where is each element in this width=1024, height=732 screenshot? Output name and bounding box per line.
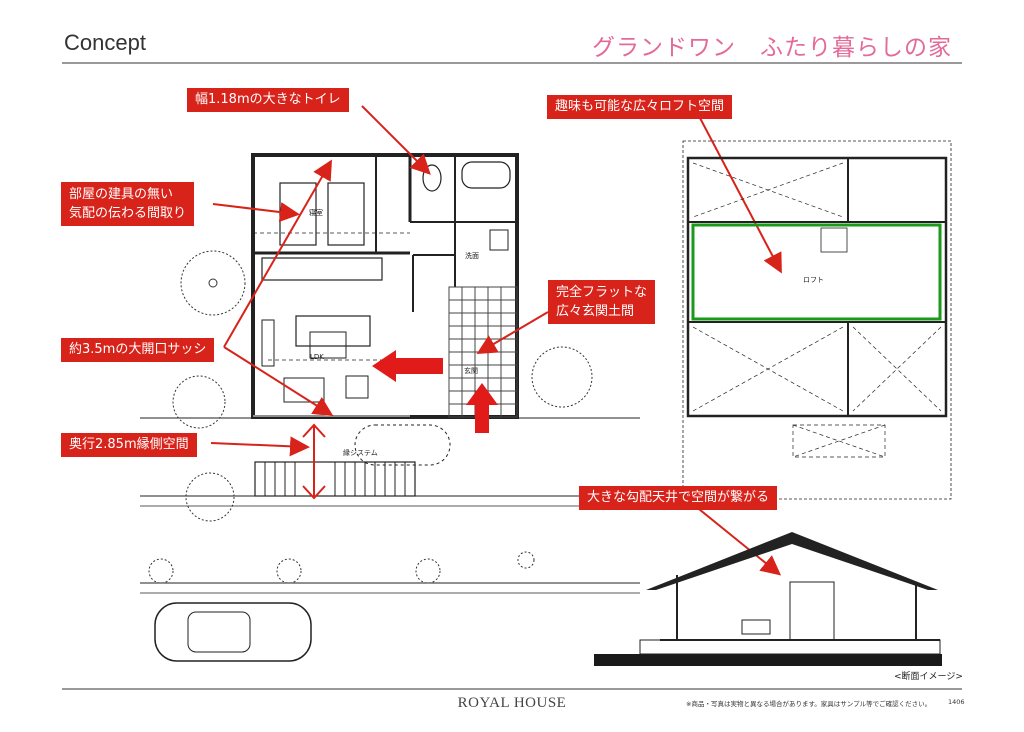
room-label-bedroom: 寝室	[309, 208, 323, 217]
loft-area-outline	[691, 223, 942, 321]
section-caption: <断面イメージ>	[894, 672, 963, 682]
floor-plan	[140, 153, 640, 594]
loft-plan	[682, 140, 952, 500]
section-drawing	[594, 532, 942, 666]
room-label-washroom: 洗面	[465, 251, 479, 260]
callout-no-doors-line2: 気配の伝わる間取り	[69, 206, 187, 221]
callout-no-doors: 部屋の建具の無い 気配の伝わる間取り	[61, 182, 195, 226]
room-label-loft: ロフト	[803, 276, 824, 284]
arrow-ldk-left	[372, 350, 443, 382]
callout-ceiling: 大きな勾配天井で空間が繋がる	[579, 486, 778, 510]
callout-sash: 約3.5mの大開口サッシ	[61, 338, 215, 362]
footer-rule	[62, 688, 962, 690]
car-outline	[154, 602, 312, 662]
callout-toilet: 幅1.18mの大きなトイレ	[187, 88, 349, 112]
callout-entrance-line1: 完全フラットな	[556, 285, 648, 300]
header-rule	[62, 62, 962, 64]
plan-trees	[148, 250, 593, 584]
callout-entrance-line2: 広々玄関土間	[556, 304, 635, 319]
page-title: Concept	[64, 30, 146, 55]
callout-entrance: 完全フラットな 広々玄関土間	[548, 280, 656, 324]
callout-no-doors-line1: 部屋の建具の無い	[69, 187, 174, 202]
room-label-entrance: 玄関	[464, 366, 478, 375]
footer-disclaimer: ※商品・写真は実物と異なる場合があります。家具はサンプル等でご確認ください。	[686, 700, 932, 708]
page-subtitle: グランドワン ふたり暮らしの家	[592, 35, 952, 61]
engawa-depth-arrow	[302, 423, 326, 500]
callout-engawa: 奥行2.85m縁側空間	[61, 433, 197, 457]
room-label-ldk: LDK	[310, 353, 324, 361]
room-label-engawa: 縁システム	[343, 448, 378, 457]
callout-loft: 趣味も可能な広々ロフト空間	[547, 95, 733, 119]
arrow-entrance-up	[466, 383, 498, 433]
brand-logo-text: ROYAL HOUSE	[457, 695, 567, 711]
page-number: 1406	[948, 698, 965, 706]
